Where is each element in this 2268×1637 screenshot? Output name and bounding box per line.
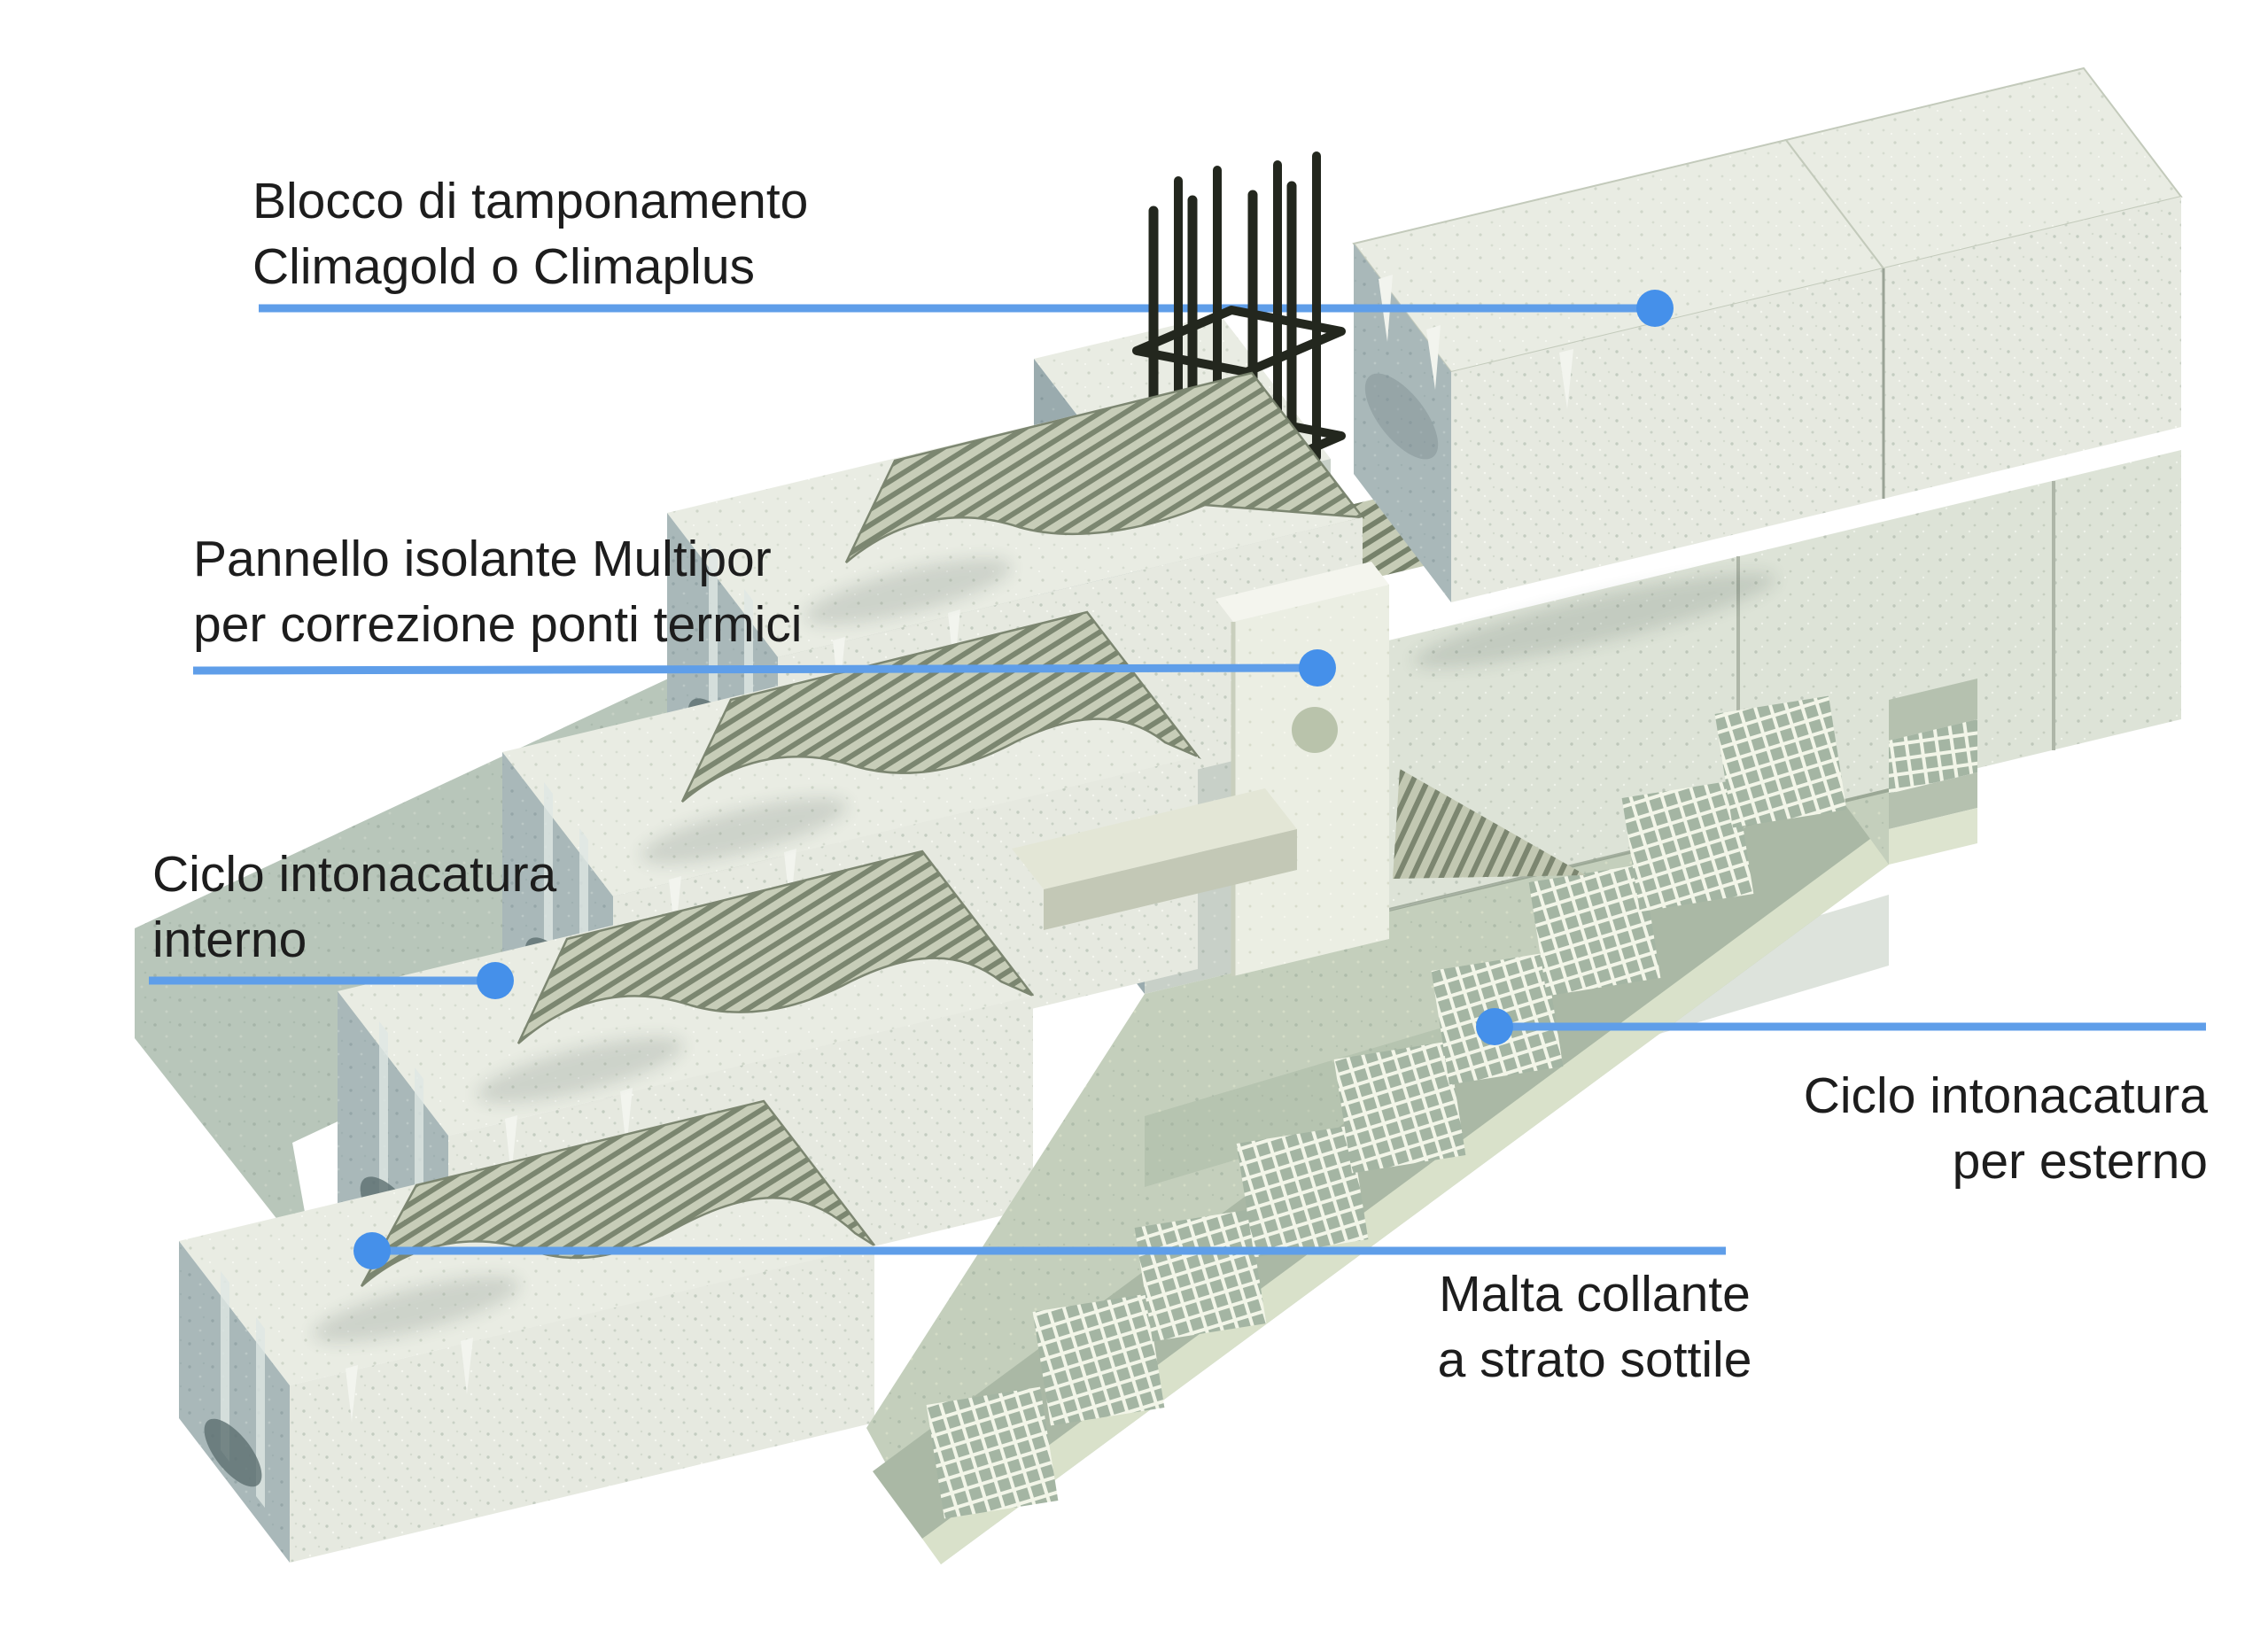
mortar-hatch-column-side	[1393, 769, 1586, 879]
label-malta-collante: Malta collante a strato sottile	[1382, 1261, 1807, 1393]
sill-board	[1012, 788, 1297, 930]
leader-malta-dot	[353, 1232, 391, 1269]
label-line: Ciclo intonacatura	[1803, 1067, 2208, 1124]
label-blocco-di-tamponamento: Blocco di tamponamento Climagold o Clima…	[252, 168, 808, 299]
label-line: per esterno	[1952, 1133, 2208, 1190]
leader-blocco-dot	[1636, 290, 1674, 327]
label-intonacatura-esterno: Ciclo intonacatura per esterno	[1804, 1063, 2208, 1194]
top-block-row	[1352, 66, 2183, 602]
contact-shadows	[313, 558, 1776, 1343]
label-line: per correzione ponti termici	[193, 596, 803, 653]
render-mesh-staircase	[926, 695, 1847, 1519]
leader-pannello-line	[192, 663, 1318, 675]
label-line: interno	[152, 912, 307, 968]
leader-pannello-dot	[1299, 649, 1336, 687]
multipor-panel	[1216, 562, 1389, 976]
label-pannello-isolante: Pannello isolante Multipor per correzion…	[193, 526, 802, 657]
label-line: Pannello isolante Multipor	[193, 531, 772, 587]
label-line: a strato sottile	[1437, 1331, 1752, 1388]
rebar-cage	[1132, 151, 1346, 526]
label-line: Climagold o Climaplus	[252, 238, 756, 295]
render-section-bands	[1889, 679, 1977, 865]
label-line: Malta collante	[1439, 1266, 1751, 1323]
panel-dowel	[1292, 707, 1338, 753]
label-intonacatura-interno: Ciclo intonacatura interno	[152, 842, 556, 973]
label-line: Blocco di tamponamento	[252, 173, 809, 229]
leader-esterno-dot	[1476, 1008, 1513, 1045]
leader-interno-dot	[477, 962, 514, 999]
label-line: Ciclo intonacatura	[152, 846, 557, 903]
callout-leaders	[149, 290, 2206, 1269]
